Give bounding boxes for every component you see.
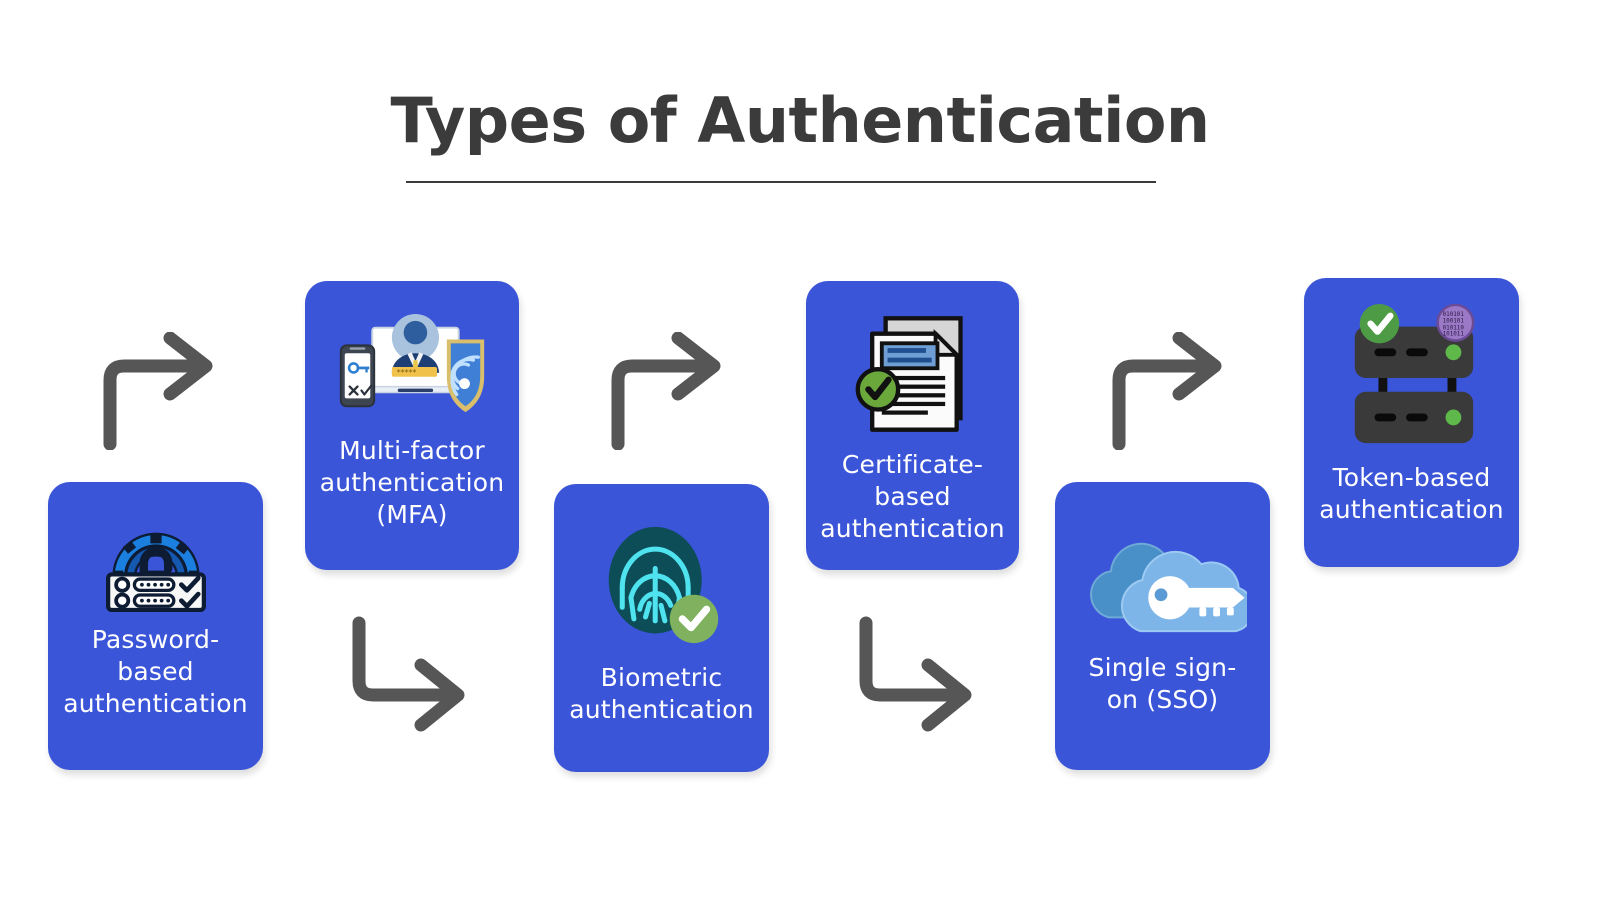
page-title-wrapper: Types of Authentication: [0, 88, 1600, 153]
certificate-document-icon: [853, 309, 973, 439]
multi-factor-devices-icon: *****: [331, 305, 493, 425]
svg-text:010110: 010110: [1442, 326, 1464, 332]
svg-text:010101: 010101: [1442, 312, 1464, 318]
svg-text:101011: 101011: [1442, 332, 1464, 338]
cloud-key-icon: [1079, 522, 1247, 640]
card-label: Single sign- on (SSO): [1088, 653, 1237, 714]
arrow-up-right-icon: [604, 331, 730, 451]
card-label: Password- based authentication: [63, 625, 248, 718]
fingerprint-icon: [599, 522, 725, 648]
page-title: Types of Authentication: [390, 84, 1210, 157]
card-token-based-authentication[interactable]: 010101 100101 010110 101011 Token-based …: [1304, 278, 1519, 567]
card-multi-factor-authentication[interactable]: *****: [305, 281, 519, 570]
password-lock-icon: [95, 518, 217, 612]
arrow-down-right-icon: [852, 615, 983, 732]
svg-text:100101: 100101: [1442, 319, 1464, 325]
card-label: Biometric authentication: [569, 663, 754, 724]
card-single-sign-on[interactable]: Single sign- on (SSO): [1055, 482, 1270, 770]
card-password-based-authentication[interactable]: Password- based authentication: [48, 482, 263, 770]
title-underline-divider: [406, 181, 1156, 183]
svg-text:*****: *****: [397, 368, 417, 377]
arrow-down-right-icon: [345, 615, 476, 732]
arrow-up-right-icon: [96, 331, 222, 451]
arrow-up-right-icon: [1105, 331, 1231, 451]
server-token-icon: 010101 100101 010110 101011: [1333, 300, 1491, 450]
card-certificate-based-authentication[interactable]: Certificate- based authentication: [806, 281, 1019, 570]
card-biometric-authentication[interactable]: Biometric authentication: [554, 484, 769, 772]
card-label: Token-based authentication: [1319, 463, 1504, 524]
card-label: Certificate- based authentication: [820, 450, 1005, 543]
card-label: Multi-factor authentication (MFA): [319, 436, 505, 529]
